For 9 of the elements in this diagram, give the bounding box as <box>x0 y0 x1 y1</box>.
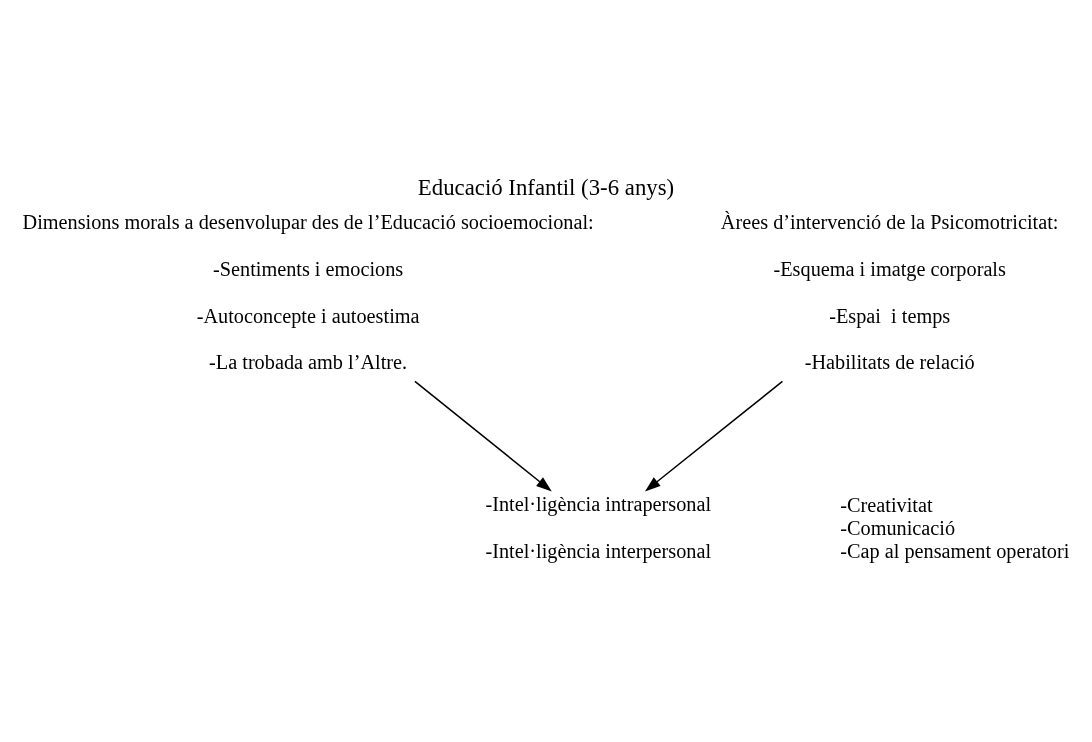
arrow <box>644 380 784 492</box>
arrow <box>414 380 552 492</box>
label: -Creativitat <box>840 494 933 517</box>
diagram-title: Educació Infantil (3-6 anys) <box>417 175 675 201</box>
node-text: Dimensions morals a desenvolupar des de l’Educació socioemocional: -Sentiments i emocions -Autoconcepte i autoestima -La trobada amb l’Altre. <box>22 210 594 374</box>
node-text: Àrees d’intervenció de la Psicomotricitat: -Esquema i imatge corporals -Espai i temps -Habilitats de relació <box>720 210 1059 374</box>
label: -Comunicació <box>840 516 956 539</box>
label: -Cap al pensament operatori <box>840 539 1070 562</box>
node-text: -Intel·ligència intrapersonal -Intel·ligència interpersonal <box>485 493 712 563</box>
